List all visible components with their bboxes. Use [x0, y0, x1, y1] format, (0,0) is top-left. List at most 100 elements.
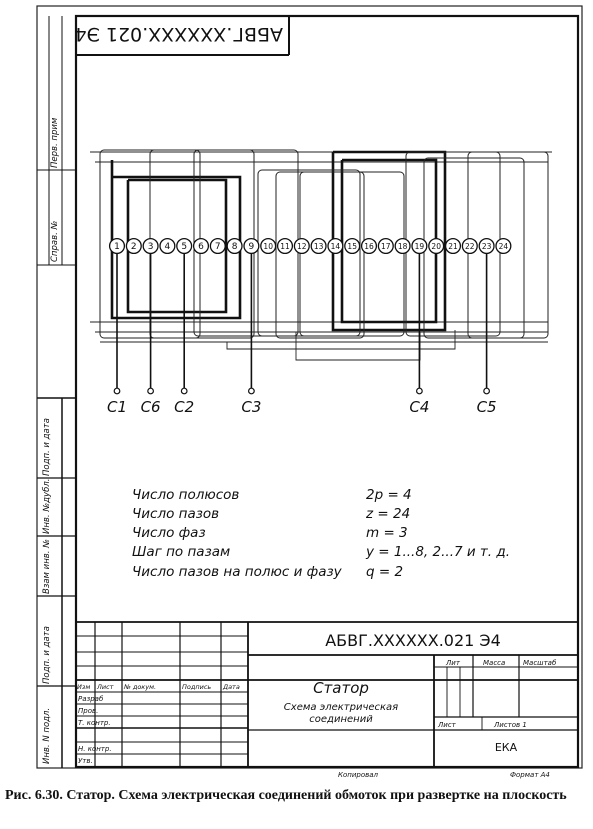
slot-number: 21 — [448, 242, 458, 251]
label-massa: Масса — [483, 659, 505, 667]
doc-code: АБВГ.XXXXXX.021 Э4 — [325, 631, 501, 650]
param-name-q: Число пазов на полюс и фазу — [132, 564, 343, 580]
slot-number: 11 — [280, 242, 290, 251]
param-value-phases: m = 3 — [366, 525, 408, 541]
outer-frame — [36, 5, 583, 769]
slot-number: 24 — [499, 242, 509, 251]
label-masshtab: Масштаб — [523, 659, 557, 667]
slot-number: 12 — [297, 242, 307, 251]
header-podpis: Подпись — [182, 683, 211, 691]
slot-number: 1 — [114, 242, 120, 252]
terminal-point — [180, 387, 188, 395]
terminal-label: C4 — [409, 398, 429, 416]
rotated-code-box: АБВГ.XXXXXX.021 Э4 — [75, 16, 290, 56]
slot-circle — [394, 237, 411, 255]
title-block-text: АБВГ.XXXXXX.021 Э4 Изм Лист № докум. Под… — [77, 631, 557, 765]
rotated-doc-code: АБВГ.XXXXXX.021 Э4 — [75, 23, 284, 45]
slot-circle — [344, 237, 361, 255]
slot-number: 20 — [431, 242, 441, 251]
role-utv: Утв. — [78, 757, 93, 765]
param-value-slots: z = 24 — [365, 506, 410, 522]
role-n-kontr: Н. контр. — [78, 745, 112, 753]
slot-circle — [310, 237, 327, 255]
label-vzam-inv: Взам инв. № — [42, 539, 52, 594]
slot-circle — [159, 237, 176, 255]
left-strip — [37, 16, 76, 768]
slot-circle — [293, 237, 310, 255]
slot-circle — [428, 237, 445, 255]
label-perv-prim: Перв. прим — [50, 117, 60, 168]
terminal-point — [483, 387, 491, 395]
terminal-point — [147, 387, 155, 395]
coil-loop — [299, 171, 405, 337]
header-izm: Изм — [77, 683, 90, 691]
slot-number: 9 — [249, 242, 255, 252]
param-value-q: q = 2 — [366, 564, 403, 580]
terminal-point — [416, 387, 423, 395]
param-name-phases: Число фаз — [132, 525, 206, 541]
inner-frame — [74, 14, 580, 769]
title-block — [76, 621, 578, 767]
terminal-label: C6 — [141, 398, 161, 416]
slot-number: 7 — [215, 242, 221, 252]
label-lit: Лит — [445, 659, 461, 667]
parameters-list: Число полюсов 2p = 4 Число пазов z = 24 … — [132, 487, 510, 580]
slot-circle — [360, 237, 378, 255]
terminal-label: C1 — [107, 398, 127, 416]
slot-number: 4 — [165, 242, 171, 252]
footer-format: Формат А4 — [510, 771, 550, 779]
slot-number: 13 — [314, 242, 324, 251]
slot-number: 23 — [482, 242, 492, 251]
main-coil-loop — [126, 178, 228, 314]
role-razrab: Разраб — [78, 695, 104, 703]
label-inv-dubl: Инв. №дубл. — [42, 479, 52, 534]
param-name-pitch: Шаг по пазам — [132, 544, 230, 560]
doc-type-line2: соединений — [309, 714, 373, 725]
label-podp-data-1: Подп. и дата — [42, 418, 52, 476]
param-value-poles: 2p = 4 — [366, 487, 412, 503]
slot-number: 15 — [347, 242, 357, 251]
label-podp-data-2: Подп. и дата — [42, 626, 52, 684]
label-sheets: Листов 1 — [493, 721, 527, 729]
slot-circle — [444, 237, 462, 255]
slot-circle — [461, 237, 478, 255]
doc-type-line1: Схема электрическая — [284, 702, 398, 713]
slot-number: 18 — [398, 242, 408, 251]
role-t-kontr: Т. контр. — [78, 719, 111, 727]
slot-circle — [260, 237, 277, 255]
label-inv-podl: Инв. N подл. — [42, 708, 52, 764]
param-name-slots: Число пазов — [132, 506, 219, 522]
slot-number: 16 — [364, 242, 374, 251]
role-prov: Пров. — [78, 707, 98, 715]
param-value-pitch: y = 1...8, 2...7 и т. д. — [365, 544, 510, 560]
slot-number: 3 — [148, 242, 154, 252]
slot-circle — [209, 237, 226, 255]
figure-caption: Рис. 6.30. Статор. Схема электрическая с… — [5, 788, 567, 803]
slot-number: 22 — [465, 242, 475, 251]
slot-circle — [276, 237, 294, 255]
slot-number: 5 — [181, 242, 187, 252]
drawing-name: Статор — [313, 679, 369, 697]
bus-lines — [90, 151, 552, 361]
slot-circle — [192, 237, 210, 255]
terminal-label: C2 — [174, 398, 194, 416]
label-sprav: Справ. № — [50, 220, 60, 262]
main-coil-loop — [340, 158, 438, 324]
main-coil-loop — [110, 160, 242, 320]
coil-loop — [257, 169, 361, 337]
label-sheet: Лист — [437, 721, 457, 729]
left-strip-labels: Перв. прим Справ. № Подп. и дата Инв. №д… — [42, 117, 60, 764]
slot-circle — [377, 237, 394, 255]
slot-circle — [226, 237, 243, 255]
header-data: Дата — [222, 683, 240, 691]
param-name-poles: Число полюсов — [132, 487, 239, 503]
slot-number: 17 — [381, 242, 391, 251]
coil-loop — [275, 171, 365, 339]
terminal-point — [247, 387, 255, 395]
header-n-dokum: № докум. — [123, 683, 156, 691]
header-list: Лист — [96, 683, 114, 691]
